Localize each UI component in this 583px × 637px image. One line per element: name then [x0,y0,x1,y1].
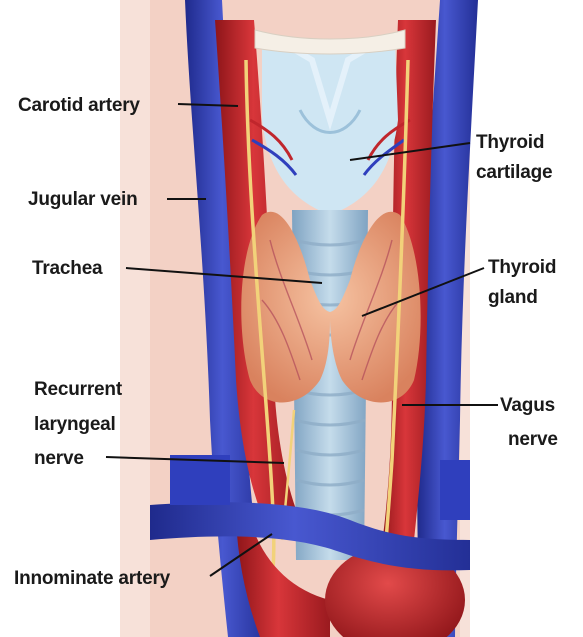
label-thyroid-cartilage-1: Thyroid [476,130,544,155]
label-recurrent-laryngeal-1: Recurrent [34,377,122,402]
label-recurrent-laryngeal-3: nerve [34,446,84,471]
label-vagus-nerve-2: nerve [508,427,558,452]
label-trachea: Trachea [32,256,102,281]
label-jugular-vein: Jugular vein [28,187,138,212]
label-recurrent-laryngeal-2: laryngeal [34,412,116,437]
label-carotid-artery: Carotid artery [18,93,140,118]
label-thyroid-cartilage-2: cartilage [476,160,552,185]
label-innominate-artery: Innominate artery [14,566,170,591]
label-vagus-nerve-1: Vagus [500,393,555,418]
label-thyroid-gland-1: Thyroid [488,255,556,280]
label-thyroid-gland-2: gland [488,285,538,310]
